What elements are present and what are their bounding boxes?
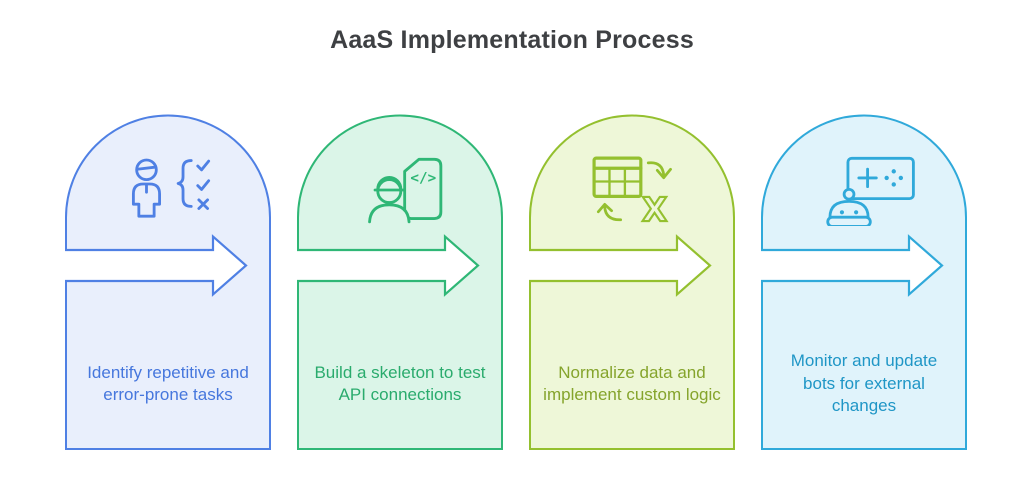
step-label: Monitor and update bots for external cha… [790,351,938,416]
step-label: Build a skeleton to test API connections [314,362,486,404]
svg-text:X: X [642,190,667,224]
step-card-2: </> Build a skeleton to test API connect… [297,112,503,450]
forward-arrow-icon [529,234,712,297]
bot-control-panel-icon [826,156,915,226]
arch-shape [529,114,735,450]
forward-arrow-icon [297,234,480,297]
arch-shape [65,114,271,450]
person-checklist-icon [131,158,211,218]
arch-shape [297,114,503,450]
step-label: Identify repetitive and error-prone task… [87,362,249,404]
step-card-1: Identify repetitive and error-prone task… [65,112,271,450]
arch-shape [761,114,967,450]
diagram-title: AaaS Implementation Process [330,26,694,54]
engineer-code-document-icon: </> [368,157,443,224]
step-label: Normalize data and implement custom logi… [543,362,721,404]
forward-arrow-icon [65,234,248,297]
forward-arrow-icon [761,234,944,297]
step-card-3: X Normalize data and implement custom lo… [529,112,735,450]
svg-text:</>: </> [410,170,436,186]
step-card-4: Monitor and update bots for external cha… [761,112,967,450]
table-excel-sync-icon: X [592,156,672,224]
